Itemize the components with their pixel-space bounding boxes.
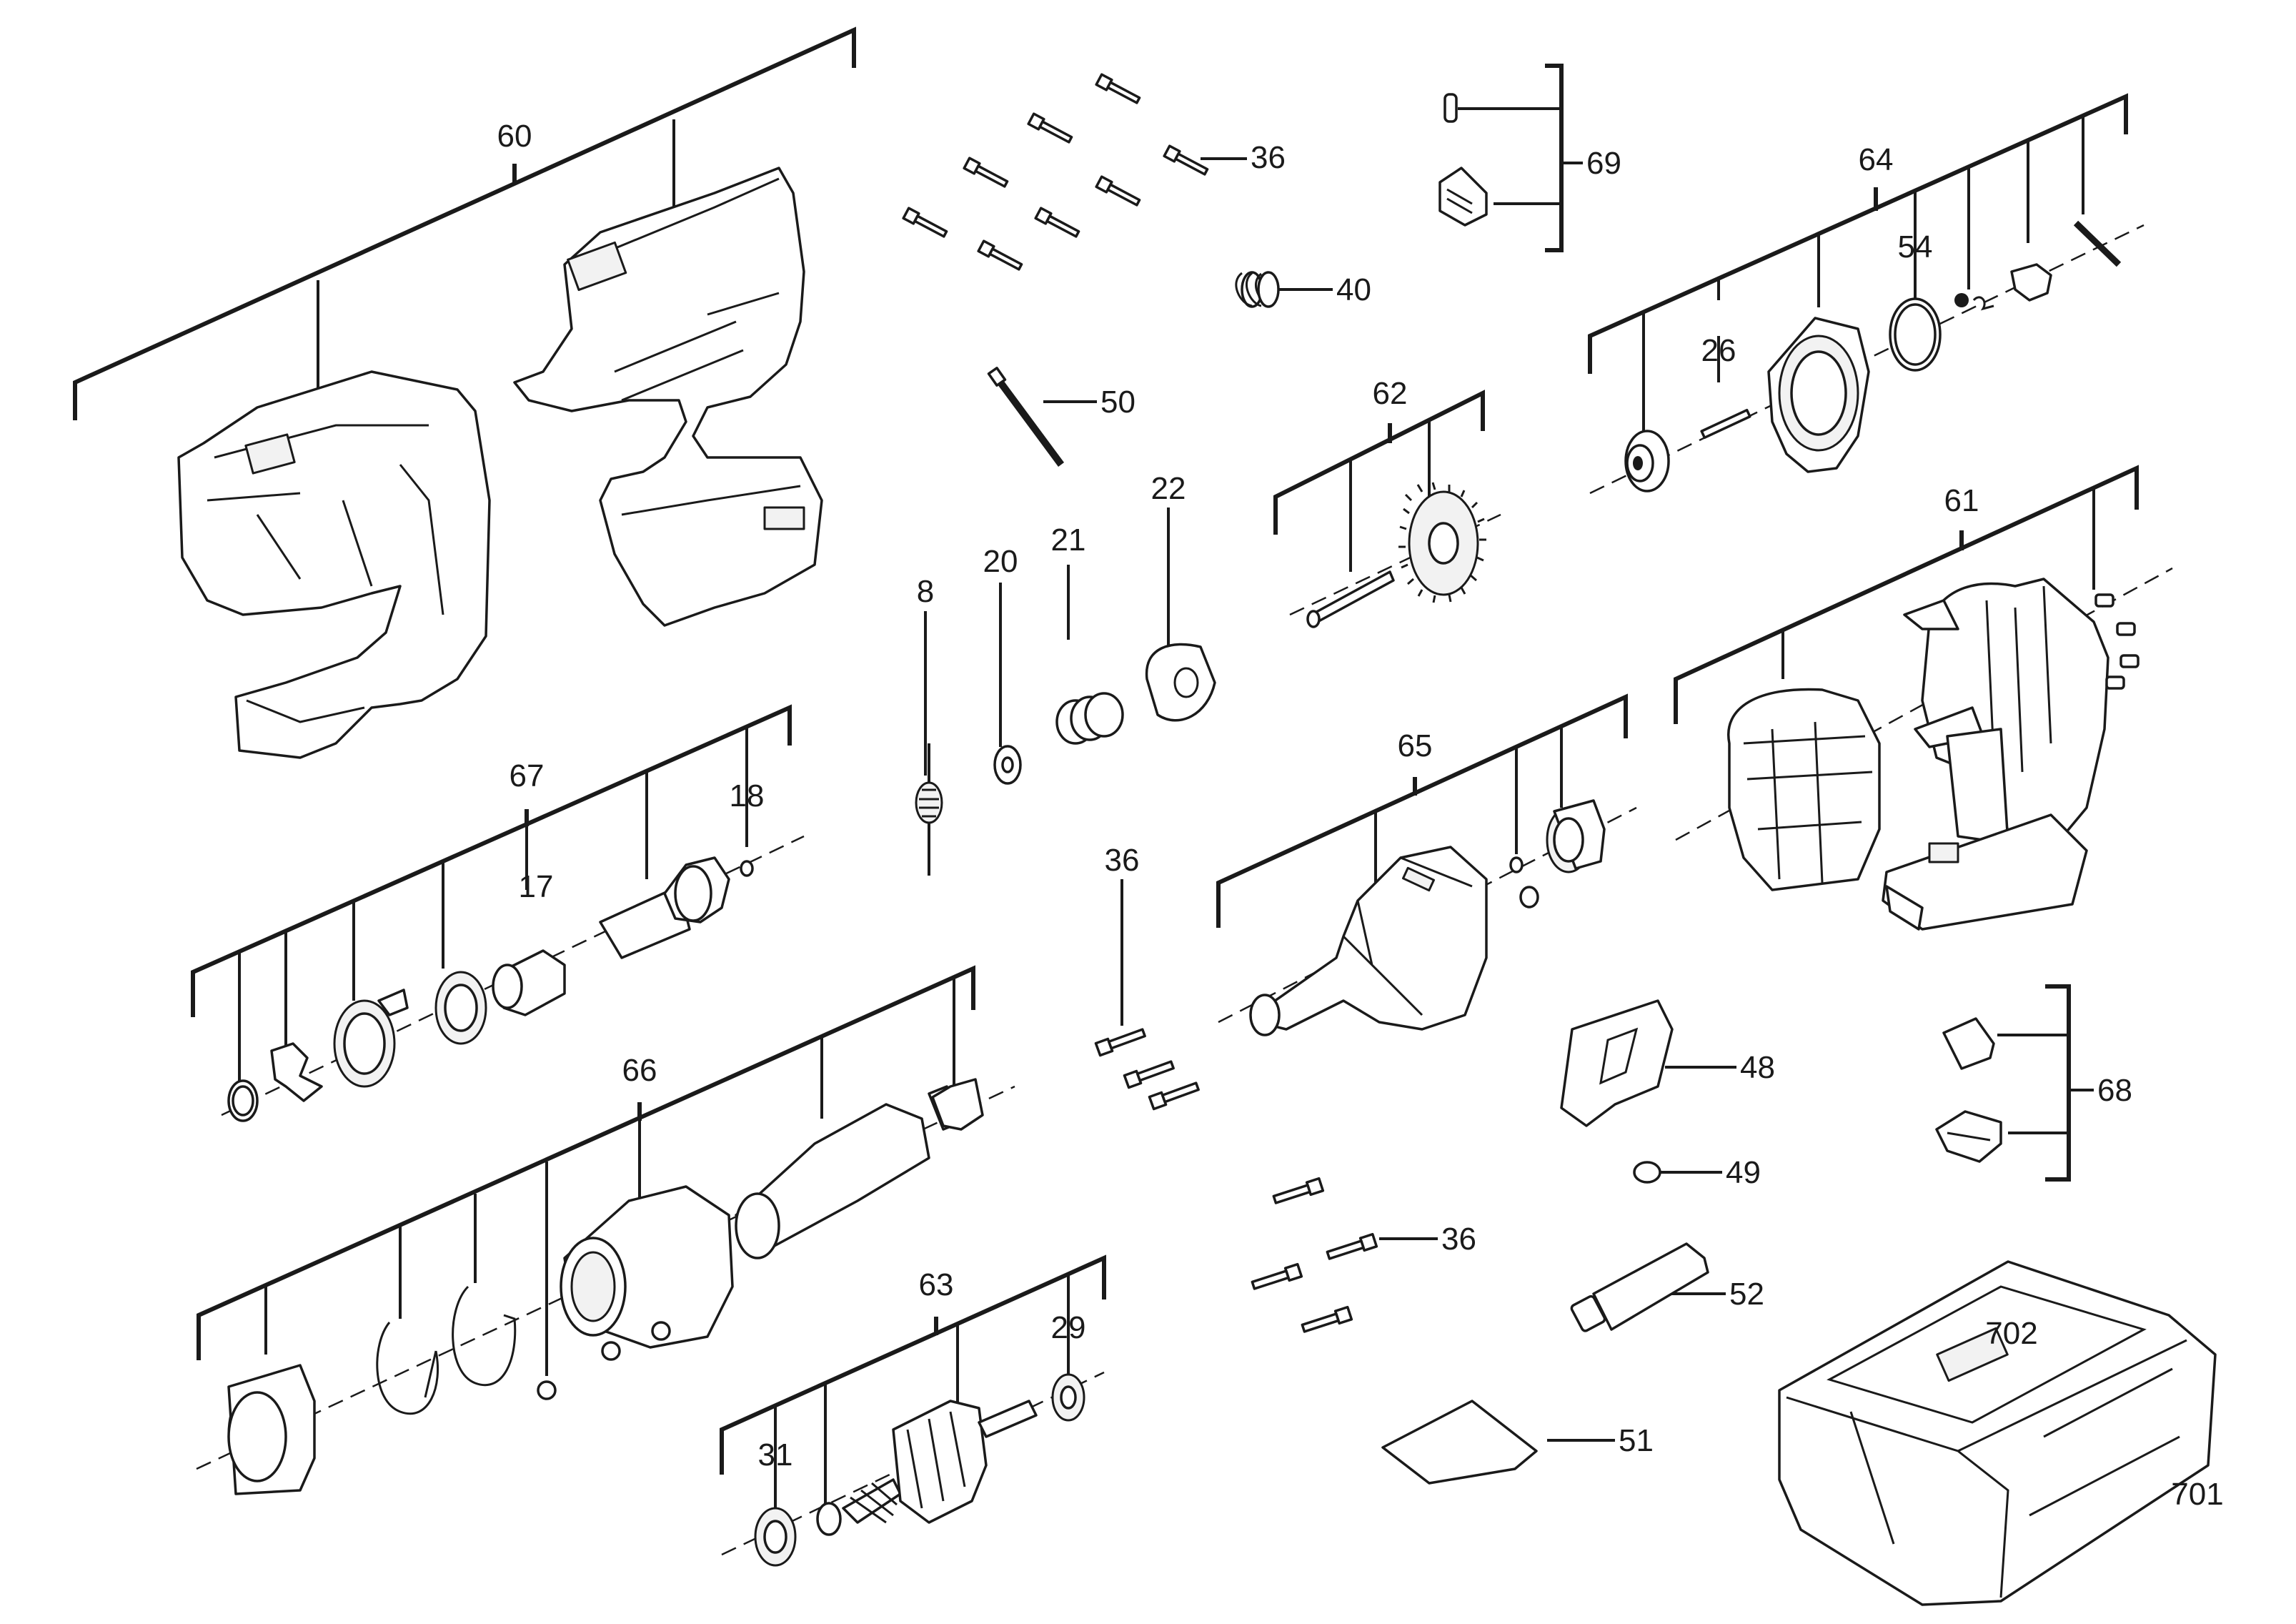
gear-62 — [1306, 482, 1486, 628]
callout-69: 69 — [1586, 146, 1621, 181]
clip-64 — [1954, 220, 2122, 311]
sheet-51 — [1381, 1400, 1538, 1485]
callout-21: 21 — [1051, 523, 1086, 558]
screw-cluster-top — [902, 73, 1209, 271]
bracket-65 — [1216, 693, 1628, 928]
callout-29: 29 — [1051, 1310, 1086, 1345]
part-69-set — [1438, 93, 1488, 227]
callout-31: 31 — [758, 1437, 793, 1472]
callout-62: 62 — [1373, 376, 1408, 411]
bracket-62 — [1273, 390, 1485, 572]
callout-48: 48 — [1740, 1050, 1775, 1085]
spindle-set-67 — [227, 856, 754, 1122]
callout-20: 20 — [983, 544, 1018, 579]
callout-60: 60 — [497, 119, 532, 154]
gear-housing-64 — [1767, 317, 1870, 473]
bracket-64 — [1588, 93, 2128, 443]
switch-parts-68 — [1935, 1017, 2002, 1163]
screw-cluster-lower — [1251, 1177, 1378, 1333]
callout-36b: 36 — [1105, 843, 1140, 878]
bearing-64 — [1624, 408, 1751, 492]
callout-36c: 36 — [1441, 1222, 1476, 1257]
callout-54: 54 — [1898, 229, 1933, 264]
bracket-61 — [1674, 465, 2139, 724]
callout-labels: 60 36 69 64 40 54 26 50 62 22 21 61 20 8… — [497, 119, 2224, 1512]
housing-half-right — [513, 167, 823, 627]
housing-half-left — [177, 370, 491, 759]
callout-61: 61 — [1944, 483, 1979, 518]
carry-case-701 — [1778, 1260, 2217, 1606]
bracket-66 — [197, 965, 975, 1376]
callout-49: 49 — [1726, 1155, 1761, 1190]
callout-36: 36 — [1251, 140, 1286, 175]
bracket-69 — [1458, 64, 1583, 252]
screw-49 — [1633, 1161, 1661, 1184]
gear-8 — [915, 781, 943, 824]
callout-65: 65 — [1398, 728, 1433, 763]
clutch-cam-22 — [1145, 643, 1216, 722]
callout-66: 66 — [622, 1053, 657, 1088]
callout-40: 40 — [1336, 272, 1371, 307]
armature-set-63 — [754, 1373, 1085, 1567]
spring-21 — [1055, 692, 1124, 745]
pin-50 — [987, 367, 1065, 467]
gearbox-set-66 — [227, 1078, 984, 1495]
plate-48 — [1560, 999, 1674, 1127]
callout-68: 68 — [2097, 1073, 2132, 1108]
washer-20 — [993, 745, 1022, 785]
callout-17: 17 — [519, 869, 554, 904]
motor-assembly-61 — [1727, 578, 2140, 931]
callout-50: 50 — [1100, 385, 1135, 420]
grease-tube-52 — [1570, 1242, 1709, 1332]
callout-63: 63 — [919, 1267, 954, 1302]
callout-702: 702 — [1985, 1316, 2037, 1351]
bracket-68 — [1997, 984, 2094, 1182]
screw-cluster-middle — [1094, 1028, 1200, 1111]
bracket-60 — [73, 26, 856, 472]
callout-22: 22 — [1151, 471, 1186, 506]
callout-701: 701 — [2171, 1477, 2223, 1512]
callout-64: 64 — [1859, 142, 1894, 177]
callout-26: 26 — [1701, 333, 1736, 368]
callout-52: 52 — [1729, 1277, 1764, 1312]
spring-40 — [1235, 271, 1280, 308]
gear-case-65 — [1249, 799, 1606, 1036]
callout-8: 8 — [917, 574, 934, 609]
callout-18: 18 — [730, 778, 765, 813]
callout-51: 51 — [1619, 1423, 1654, 1458]
callout-67: 67 — [510, 758, 545, 793]
o-ring-54 — [1889, 297, 1942, 372]
